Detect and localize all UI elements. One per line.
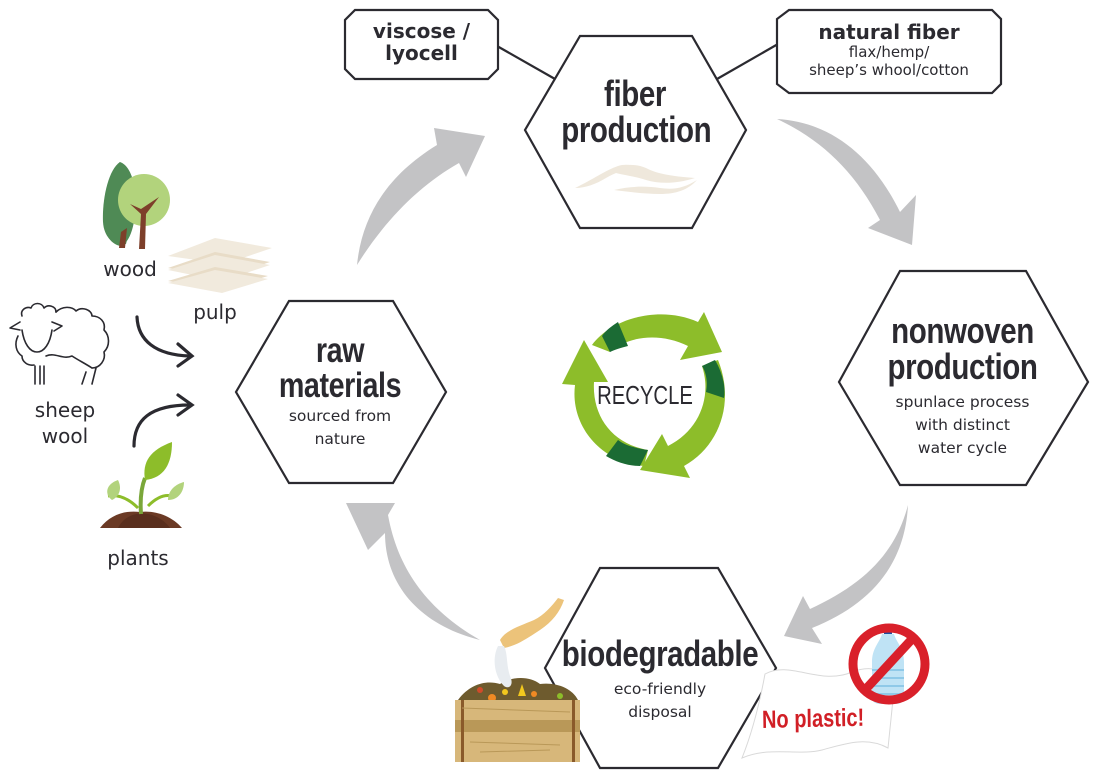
recycle-label: RECYCLE [597,380,693,410]
pulp-sheets-icon [168,238,272,293]
stage-title-fiber-production: fiber production [561,73,712,150]
arrow-raw-to-fiber [357,128,485,265]
sheep-icon [9,302,110,385]
recycle-icon [562,312,725,478]
connector-viscose [496,45,556,80]
no-plastic-label: No plastic! [761,703,865,734]
label-line: sheep [34,398,96,422]
hex-fiber-production [523,34,748,230]
tag-natural-fiber-sub-1: flax/hemp/ [848,43,930,61]
stage-title-line: raw [315,331,365,370]
hex-biodegradable [543,566,778,770]
arrow-plants-to-raw [132,403,192,448]
label-wood: wood [103,257,157,281]
stage-title-line: production [887,346,1038,387]
label-sheep-wool: sheep wool [20,397,110,449]
stage-subtitle-line: spunlace process [895,393,1030,411]
tree-icon [102,162,170,249]
arrow-fiber-to-nonwoven [777,119,916,245]
stage-title-line: materials [278,366,402,405]
compost-bin-icon [455,598,580,762]
connector-natural-fiber [716,43,779,80]
stage-subtitle-raw-materials: sourced from nature [250,405,430,451]
stage-title-line: nonwoven [891,310,1034,351]
input-arrows [132,315,195,448]
no-plastic-bottle-icon [848,623,930,705]
tag-viscose-line-1: viscose / [372,19,471,43]
stage-title-nonwoven-production: nonwoven production [874,313,1050,385]
tag-natural-fiber: natural fiber flax/hemp/ sheep’s whool/c… [777,21,1001,79]
stage-title-line: biodegradable [561,633,759,674]
arrow-biodegradable-to-raw [346,503,480,640]
label-plants: plants [107,546,169,570]
stage-subtitle-biodegradable: eco-friendly disposal [560,678,760,724]
fiber-wisp-icon [575,164,697,194]
stage-title-biodegradable: biodegradable [558,636,763,672]
stage-title-line: fiber [604,73,666,114]
stage-subtitle-line: with distinct [915,416,1010,434]
tag-box-natural-fiber [775,8,1003,95]
tag-viscose-lyocell: viscose / lyocell [345,20,498,64]
cycle-arrows [346,119,916,644]
arrowhead-wood [176,342,195,368]
plant-sprout-icon [100,442,184,528]
stage-subtitle-line: water cycle [917,439,1008,457]
stage-subtitle-line: sourced from [288,407,392,425]
label-line: wool [41,424,89,448]
hex-raw-materials [234,299,448,485]
tag-viscose-line-2: lyocell [385,41,458,65]
tag-natural-fiber-sub-2: sheep’s whool/cotton [809,61,969,79]
arrowhead-plants [176,393,195,417]
tag-natural-fiber-title: natural fiber [818,20,960,44]
tag-box-viscose [343,8,500,81]
stage-subtitle-nonwoven-production: spunlace process with distinct water cyc… [855,391,1070,460]
stage-subtitle-line: nature [314,430,366,448]
arrow-nonwoven-to-biodegradable [784,505,908,644]
hex-nonwoven-production [837,269,1090,487]
stage-subtitle-line: eco-friendly [613,680,707,698]
stage-subtitle-line: disposal [628,703,692,721]
stage-title-line: production [561,109,712,150]
stage-title-raw-materials: raw materials [266,333,414,403]
arrow-wood-to-raw [135,315,192,358]
nonwoven-cloth-icon [741,668,896,759]
label-pulp: pulp [193,300,237,324]
